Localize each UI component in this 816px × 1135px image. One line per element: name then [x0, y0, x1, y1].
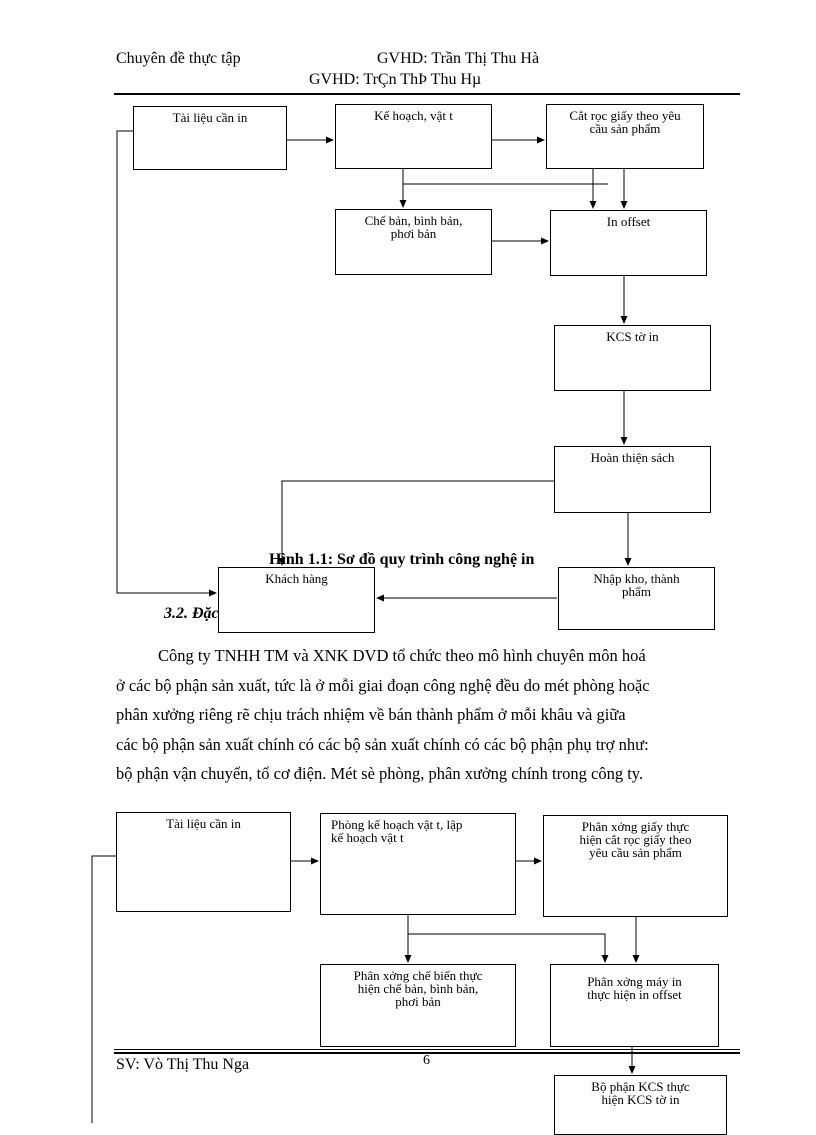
- student-name: SV: Vò Thị Thu Nga: [116, 1056, 250, 1073]
- box-input-documents: Tài liệu cần in: [133, 106, 287, 170]
- box-customer: Khách hàng: [218, 567, 375, 633]
- box-planning-materials: Kế hoạch, vật t: [335, 104, 492, 169]
- body-paragraph: Công ty TNHH TM và XNK DVD tổ chức theo …: [116, 641, 756, 789]
- figure-caption: Hình 1.1: Sơ đồ quy trình công nghệ in: [269, 551, 535, 568]
- box-prepress: Chế bản, bình bản,phơi bản: [335, 209, 492, 275]
- page-number: 6: [423, 1053, 430, 1068]
- box-qc-sheets: KCS tờ in: [554, 325, 711, 391]
- supervisor-name-garbled: GVHD: TrÇn ThÞ Thu Hµ: [309, 71, 482, 88]
- box-book-finishing: Hoàn thiện sách: [554, 446, 711, 513]
- footer-rule-top: [114, 1049, 740, 1050]
- header-rule: [114, 93, 740, 95]
- paragraph-line: Công ty TNHH TM và XNK DVD tổ chức theo …: [158, 646, 646, 665]
- paragraph-line: ở các bộ phận sản xuất, tức là ở mỗi gia…: [116, 675, 650, 695]
- box-offset-printing: In offset: [550, 210, 707, 276]
- paragraph-line: các bộ phận sản xuất chính có các bộ sản…: [116, 734, 649, 754]
- box2-input-documents: Tài liệu cần in: [116, 812, 291, 912]
- paragraph-line: phân xưởng riêng rẽ chịu trách nhiệm về …: [116, 705, 626, 724]
- footer-rule-bottom: [114, 1052, 740, 1054]
- paragraph-line: bộ phận vận chuyển, tổ cơ điện. Mét sè p…: [116, 764, 644, 783]
- course-title: Chuyên đề thực tập: [116, 50, 241, 67]
- supervisor-name: GVHD: Trần Thị Thu Hà: [377, 50, 540, 67]
